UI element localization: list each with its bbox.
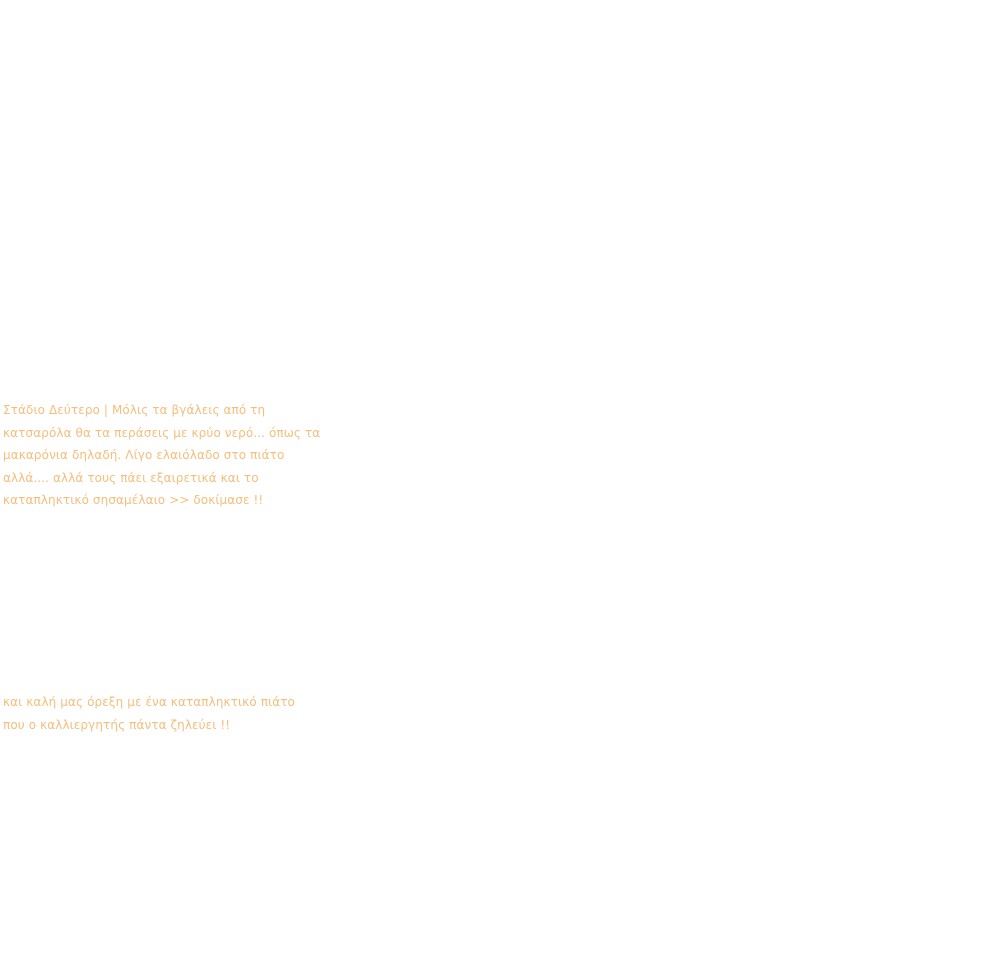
paragraph-line: καταπληκτικό σησαμέλαιο >> δοκίμασε !!: [3, 493, 264, 507]
recipe-step-two-paragraph: Στάδιο Δεύτερο | Μόλις τα βγάλεις από τη…: [3, 399, 320, 512]
paragraph-line: αλλά.... αλλά τους πάει εξαιρετικά και τ…: [3, 470, 259, 485]
paragraph-line: μακαρόνια δηλαδή. Λίγο ελαιόλαδο στο πιά…: [3, 448, 285, 462]
paragraph-line: κατσαρόλα θα τα περάσεις με κρύο νερό...…: [3, 425, 321, 440]
paragraph-line: και καλή μας όρεξη με ένα καταπληκτικό π…: [3, 695, 295, 709]
paragraph-line: που ο καλλιεργητής πάντα ζηλεύει !!: [3, 717, 231, 732]
paragraph-line: Στάδιο Δεύτερο | Μόλις τα βγάλεις από τη: [3, 403, 266, 417]
closing-paragraph: και καλή μας όρεξη με ένα καταπληκτικό π…: [3, 691, 295, 736]
